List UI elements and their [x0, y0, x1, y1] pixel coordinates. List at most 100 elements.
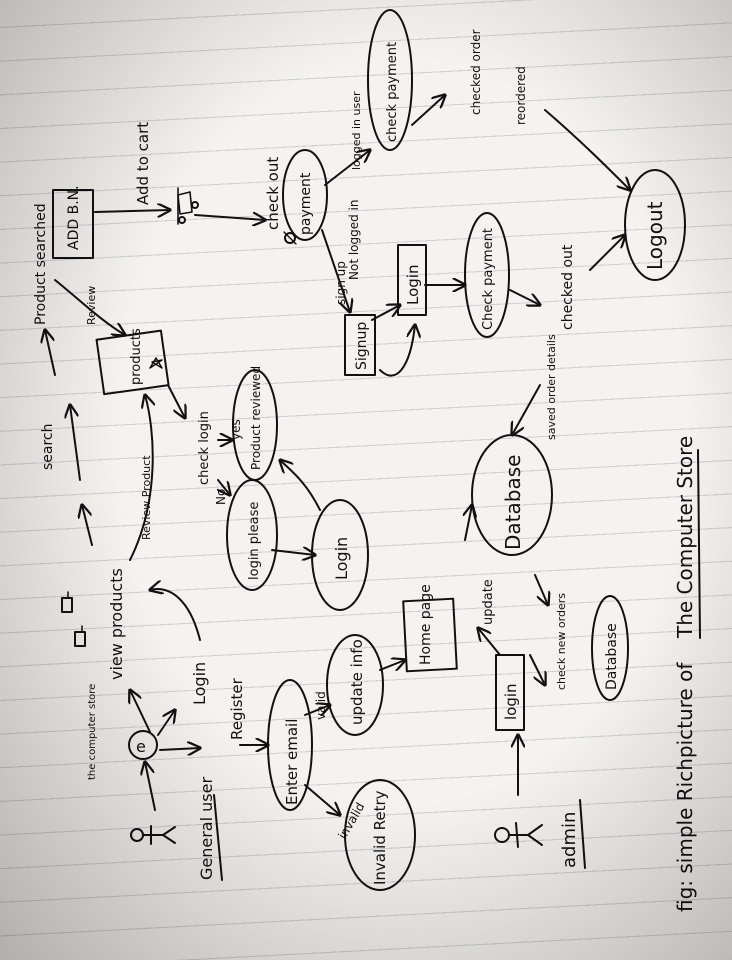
edge-label-valid: valid [314, 691, 328, 720]
admin-login-text: login [502, 683, 520, 720]
edge-reordered-to-logout [544, 109, 630, 190]
edge-info-to-home [379, 660, 405, 670]
edge-check-login-to-no [218, 479, 230, 495]
edge-store-to-view [130, 690, 151, 733]
caption-prefix: fig: simple Richpicture of [673, 662, 697, 912]
store-hub-glyph: e [136, 737, 146, 756]
login-please-text: login please [247, 502, 262, 580]
update-info-text: update info [348, 639, 366, 725]
edge-view-to-products [129, 395, 153, 561]
login-left-text: Login [332, 537, 351, 580]
edge-label-view-products: view products [107, 568, 126, 680]
edge-label-sign-up: sign up [334, 261, 348, 305]
database-text: Database [501, 455, 525, 550]
store-hub-label: the computer store [87, 684, 98, 780]
edge-payment-to-check-top [324, 150, 370, 186]
products-text: products [129, 328, 144, 385]
logout-text: Logout [643, 201, 667, 270]
product-reviewed-text: Product reviewed [249, 366, 263, 470]
edge-check-top-to-checked-order [411, 95, 445, 126]
edge-label-register: Register [228, 677, 246, 740]
database-small-node [591, 595, 629, 701]
edge-update-to-database [465, 505, 472, 541]
home-page-node [402, 597, 458, 673]
edge-login-to-view [150, 589, 201, 641]
admin-login-node [495, 654, 525, 731]
edge-label-login: Login [190, 662, 209, 705]
edge-admin-check-orders [529, 654, 545, 685]
caption-underline [697, 449, 701, 639]
star-icon [149, 357, 163, 369]
invalid-retry-text: Invalid Retry [371, 790, 389, 885]
home-page-text: Home page [418, 584, 434, 665]
edge-label-yes: yes [229, 419, 243, 440]
edge-view-to-review [82, 505, 93, 546]
edge-check-to-checked-out [509, 289, 540, 305]
edge-cart-to-checkout [194, 215, 265, 220]
payment-node [282, 149, 328, 241]
product-reviewed-node [232, 369, 278, 481]
database-small-text: Database [604, 623, 620, 690]
edge-search-to-product-searched [45, 330, 56, 376]
edge-label-check-new-orders: check new orders [555, 593, 568, 690]
edge-login-to-reviewed [280, 460, 321, 511]
edge-label-product-searched: Product searched [33, 203, 49, 325]
edge-admin-login-update [478, 628, 501, 656]
sign-up-text: Signup [354, 322, 370, 370]
edge-label-invalid: invalid [335, 800, 367, 841]
edge-review-to-search [70, 405, 81, 481]
edge-searched-to-products [54, 279, 125, 335]
cart-icon [177, 187, 199, 225]
edge-payment-to-signup [321, 229, 350, 312]
general-user-underline [213, 794, 223, 881]
check-payment-top-text: check payment [385, 42, 400, 142]
edge-label-logged-in-user: logged in user [350, 91, 363, 170]
general-user-label: General user [197, 777, 216, 880]
general-user-stick-figure-icon [130, 825, 176, 845]
edge-label-review: Review [85, 286, 98, 325]
edge-label-checked-order: checked order [469, 29, 483, 115]
edge-label-reordered: reordered [514, 66, 528, 125]
edge-label-review-product: Review Product [140, 455, 153, 540]
edge-signup-to-login [371, 305, 400, 321]
check-payment-mid-node [464, 212, 510, 338]
edge-email-valid [304, 705, 330, 715]
edge-label-no: No [214, 489, 228, 505]
edge-checked-out-to-database [512, 384, 541, 435]
invalid-retry-node [344, 779, 416, 891]
document-icon [61, 591, 86, 647]
edge-label-search: search [40, 423, 56, 470]
add-bn-node [52, 189, 94, 259]
admin-underline [579, 799, 586, 869]
check-payment-top-node [367, 9, 413, 151]
logout-node [624, 169, 686, 281]
edge-checked-out-to-logout [589, 235, 625, 271]
edge-store-to-login [157, 710, 175, 736]
store-hub-circle [128, 730, 158, 760]
edge-label-check-login: check login [197, 411, 212, 485]
edge-check-orders-database [534, 574, 548, 605]
edge-user-to-store [145, 762, 156, 811]
login-mid-text: Login [404, 265, 422, 305]
edge-label-checkout: check out [264, 157, 282, 230]
edge-signup-loop [379, 325, 415, 377]
edge-products-to-check-login [167, 384, 185, 418]
edge-label-saved-order-details: saved order details [545, 334, 558, 440]
check-payment-mid-text: Check payment [481, 228, 496, 330]
update-info-node [326, 634, 384, 736]
admin-stick-figure-icon [494, 822, 543, 848]
edge-label-checked-out: checked out [560, 244, 576, 330]
products-node [95, 329, 170, 396]
payment-text: payment [298, 172, 314, 235]
edge-bn-to-cart [94, 210, 170, 212]
money-icon [283, 231, 297, 245]
login-mid-node [397, 244, 427, 316]
admin-label: admin [559, 812, 580, 868]
edge-email-invalid [304, 784, 340, 815]
edge-label-not-logged-in: Not logged in [347, 199, 361, 280]
enter-email-text: Enter email [283, 719, 301, 805]
edge-label-add-to-cart: Add to cart [134, 122, 152, 205]
add-bn-text: ADD B.N. [66, 185, 82, 250]
